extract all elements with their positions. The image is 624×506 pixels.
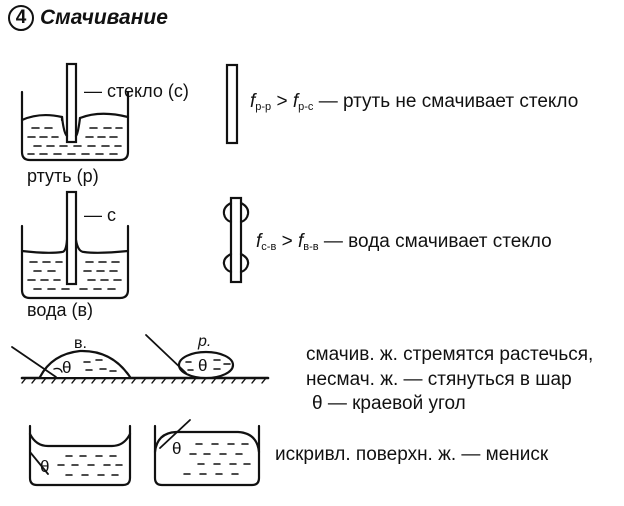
surface-hatching bbox=[21, 377, 267, 384]
meniscus-convex bbox=[153, 419, 261, 487]
force-symbol: f bbox=[250, 91, 256, 112]
force-symbol: f bbox=[256, 231, 262, 252]
mercury-label: ртуть (р) bbox=[27, 166, 99, 186]
greater-sign: > bbox=[281, 231, 293, 252]
mercury-force-relation: fр-р > fр-с — ртуть не смачивает стекло bbox=[250, 92, 578, 113]
section-number-badge: 4 bbox=[8, 5, 34, 31]
wetting-drop-label: в. bbox=[74, 335, 87, 352]
glass-plate-in-water bbox=[65, 190, 78, 286]
greater-sign: > bbox=[276, 91, 288, 112]
wetting-drop bbox=[38, 349, 132, 379]
nonwetting-angle-symbol: θ bbox=[198, 356, 208, 375]
meniscus-concave bbox=[28, 424, 132, 487]
water-dashes bbox=[27, 261, 122, 290]
meniscus-concave-angle: θ bbox=[40, 457, 50, 476]
glass-plate-in-mercury bbox=[65, 62, 78, 144]
glass-label-water: — с bbox=[84, 205, 117, 225]
nonwetting-tangent bbox=[145, 334, 187, 374]
glass-plate-mercury-case bbox=[225, 63, 239, 145]
force-subscript: р-с bbox=[298, 101, 314, 113]
water-statement: — вода смачивает стекло bbox=[323, 231, 552, 252]
wetting-tangent bbox=[11, 346, 57, 378]
drops-line-1: смачив. ж. стремятся растечься, bbox=[306, 344, 594, 365]
force-subscript: с-в bbox=[261, 241, 277, 253]
water-force-relation: fс-в > fв-в — вода смачивает стекло bbox=[256, 232, 552, 253]
section-title: Смачивание bbox=[40, 6, 168, 29]
drops-line-2: несмач. ж. — стянуться в шар bbox=[306, 369, 572, 390]
water-beaker bbox=[20, 190, 130, 300]
force-subscript: в-в bbox=[303, 241, 319, 253]
water-label: вода (в) bbox=[27, 300, 94, 320]
mercury-statement: — ртуть не смачивает стекло bbox=[318, 91, 579, 112]
glass-label-mercury: — стекло (с) bbox=[84, 81, 189, 101]
force-symbol: f bbox=[297, 231, 304, 252]
nonwetting-drop-label: р. bbox=[198, 333, 212, 350]
force-subscript: р-р bbox=[255, 101, 272, 113]
drops-line-3: θ — краевой угол bbox=[312, 393, 466, 414]
section-number: 4 bbox=[15, 7, 27, 28]
meniscus-convex-angle: θ bbox=[172, 439, 182, 458]
force-symbol: f bbox=[292, 91, 299, 112]
mercury-beaker bbox=[20, 62, 130, 162]
surface-drops bbox=[11, 334, 270, 384]
glass-plate-water-case bbox=[222, 196, 250, 284]
meniscus-statement: искривл. поверхн. ж. — мениск bbox=[275, 444, 549, 465]
wetting-angle-symbol: θ bbox=[62, 358, 72, 377]
nonwetting-drop bbox=[177, 350, 235, 380]
mercury-dashes bbox=[27, 127, 123, 155]
